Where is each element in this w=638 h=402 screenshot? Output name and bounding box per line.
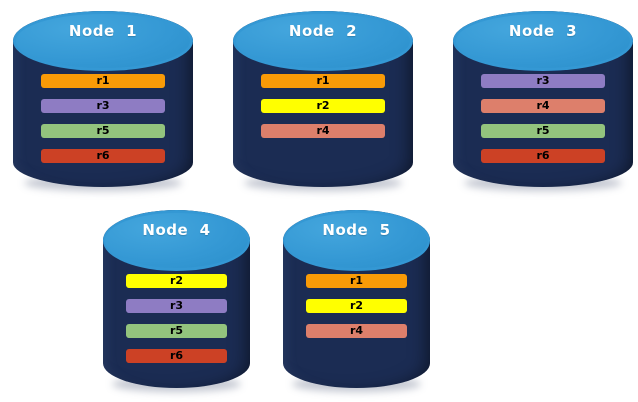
replica-bar[interactable]: r4 bbox=[480, 99, 606, 114]
replica-stack: r1 r2 r4 bbox=[260, 74, 386, 139]
replica-bar[interactable]: r5 bbox=[480, 124, 606, 139]
replica-bar[interactable]: r5 bbox=[125, 324, 228, 339]
cylinder-top-highlight bbox=[235, 13, 411, 69]
database-node-2[interactable]: Node 2 r1 r2 r4 bbox=[233, 11, 413, 191]
replica-bar[interactable]: r1 bbox=[305, 274, 408, 289]
node-title: Node 5 bbox=[322, 220, 391, 239]
replica-stack: r1 r3 r5 r6 bbox=[40, 74, 166, 164]
cylinder-top-highlight bbox=[285, 212, 428, 268]
replica-bar[interactable]: r2 bbox=[125, 274, 228, 289]
node-title: Node 4 bbox=[142, 220, 211, 239]
replica-bar[interactable]: r6 bbox=[40, 149, 166, 164]
database-node-3[interactable]: Node 3 r3 r4 r5 r6 bbox=[453, 11, 633, 191]
replica-bar[interactable]: r6 bbox=[480, 149, 606, 164]
node-title: Node 1 bbox=[68, 21, 138, 40]
replica-bar[interactable]: r6 bbox=[125, 349, 228, 364]
database-node-1[interactable]: Node 1 r1 r3 r5 r6 bbox=[13, 11, 193, 191]
node-title: Node 2 bbox=[288, 21, 358, 40]
node-title: Node 3 bbox=[508, 21, 578, 40]
replica-bar[interactable]: r5 bbox=[40, 124, 166, 139]
replica-bar[interactable]: r4 bbox=[305, 324, 408, 339]
replica-bar[interactable]: r3 bbox=[480, 74, 606, 89]
cylinder-top-highlight bbox=[105, 212, 248, 268]
replica-stack: r1 r2 r4 bbox=[305, 274, 408, 339]
replica-stack: r2 r3 r5 r6 bbox=[125, 274, 228, 364]
replica-bar[interactable]: r3 bbox=[40, 99, 166, 114]
database-node-4[interactable]: Node 4 r2 r3 r5 r6 bbox=[103, 210, 250, 392]
replica-bar[interactable]: r3 bbox=[125, 299, 228, 314]
replica-bar[interactable]: r4 bbox=[260, 124, 386, 139]
replica-bar[interactable]: r1 bbox=[260, 74, 386, 89]
replica-bar[interactable]: r2 bbox=[260, 99, 386, 114]
cylinder-top-highlight bbox=[15, 13, 191, 69]
replica-bar[interactable]: r2 bbox=[305, 299, 408, 314]
cylinder-top-highlight bbox=[455, 13, 631, 69]
database-node-5[interactable]: Node 5 r1 r2 r4 bbox=[283, 210, 430, 392]
replica-bar[interactable]: r1 bbox=[40, 74, 166, 89]
replica-stack: r3 r4 r5 r6 bbox=[480, 74, 606, 164]
